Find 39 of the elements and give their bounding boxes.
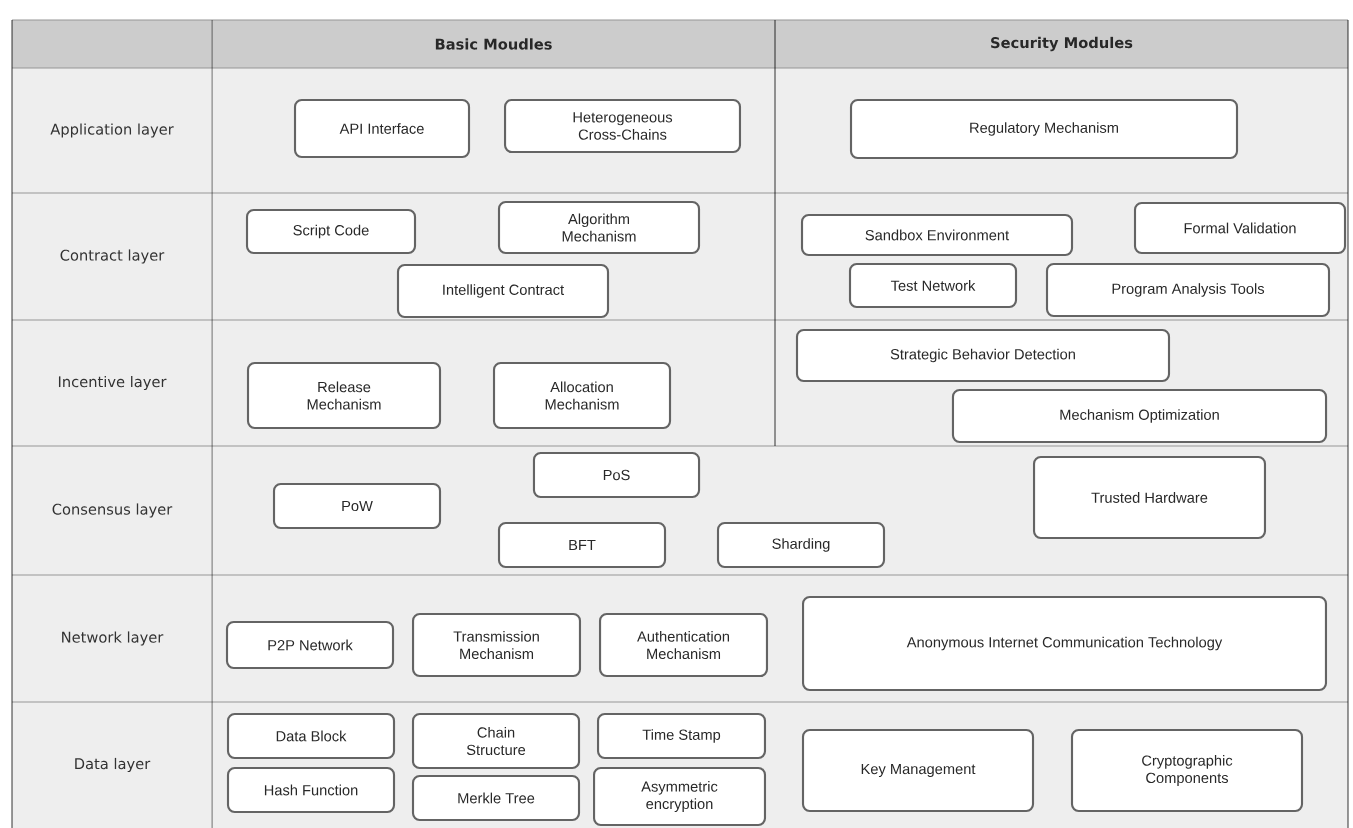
row-header: Consensus layer (52, 503, 173, 518)
module-box: Release Mechanism (246, 361, 442, 430)
row-header: Application layer (50, 123, 174, 138)
module-box: Cryptographic Components (1070, 728, 1304, 813)
module-box: Authentication Mechanism (598, 612, 769, 678)
module-box: Sandbox Environment (800, 213, 1074, 257)
row-header: Incentive layer (58, 375, 167, 391)
module-box: Key Management (801, 728, 1035, 813)
module-box: Transmission Mechanism (411, 612, 582, 678)
module-box: PoW (272, 482, 442, 530)
module-box: Merkle Tree (411, 774, 581, 822)
module-box: Program Analysis Tools (1045, 262, 1331, 318)
module-box: Test Network (848, 262, 1018, 309)
module-box: Regulatory Mechanism (849, 98, 1239, 160)
module-box: Script Code (245, 208, 417, 255)
column-header: Security Modules (991, 36, 1133, 52)
module-box: Formal Validation (1133, 201, 1347, 255)
module-box: API Interface (293, 98, 471, 159)
module-box: Chain Structure (411, 712, 581, 770)
module-box: PoS (532, 451, 701, 499)
module-box: Sharding (716, 521, 886, 569)
module-box: Heterogeneous Cross-Chains (503, 98, 742, 154)
column-header: Basic Moudles (435, 38, 552, 50)
module-box: Anonymous Internet Communication Technology (801, 595, 1328, 692)
module-box: P2P Network (225, 620, 395, 670)
module-box: Mechanism Optimization (951, 388, 1328, 444)
module-box: Time Stamp (596, 712, 767, 760)
module-box: Hash Function (226, 766, 396, 814)
row-header: Data layer (75, 757, 151, 773)
module-box: Asymmetric encryption (592, 766, 767, 827)
module-box: Trusted Hardware (1032, 455, 1267, 540)
module-box: Data Block (226, 712, 396, 760)
row-header: Contract layer (60, 249, 165, 264)
module-box: Algorithm Mechanism (497, 200, 701, 255)
module-box: BFT (497, 521, 667, 569)
row-header: Network layer (62, 631, 164, 646)
module-box: Strategic Behavior Detection (795, 328, 1171, 383)
module-box: Intelligent Contract (396, 263, 610, 319)
module-box: Allocation Mechanism (492, 361, 672, 430)
